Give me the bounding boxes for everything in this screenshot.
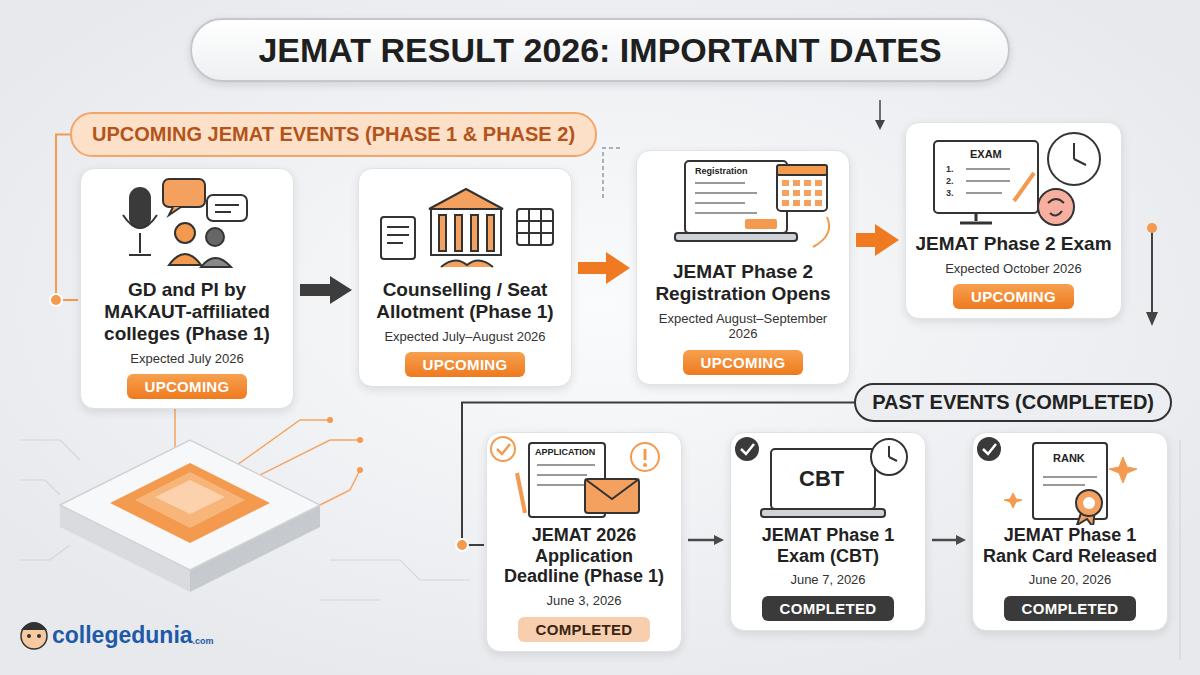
logo-text: collegedunia xyxy=(52,622,193,649)
event-date: June 3, 2026 xyxy=(538,593,629,609)
section-header: PAST EVENTS (COMPLETED) xyxy=(854,383,1172,422)
status-badge: UPCOMING xyxy=(953,284,1074,309)
event-title: JEMAT Phase 1 Rank Card Released xyxy=(973,525,1167,566)
event-date: June 20, 2026 xyxy=(1021,572,1119,588)
connector-arrow xyxy=(856,233,875,247)
icon-text: 3. xyxy=(946,189,954,198)
connector-arrow xyxy=(300,284,330,296)
connector-arrow xyxy=(688,539,714,542)
badge-text: COMPLETED xyxy=(1022,600,1119,617)
junction-dot xyxy=(50,294,62,306)
card-icon xyxy=(973,433,1169,525)
logo-mascot xyxy=(21,622,47,649)
icon-text: Registration xyxy=(695,167,748,176)
status-badge: COMPLETED xyxy=(518,617,651,642)
card-icon xyxy=(359,169,573,279)
icon-text: RANK xyxy=(1053,453,1085,464)
event-card: JEMAT 2026 Application Deadline (Phase 1… xyxy=(486,432,682,652)
title-text: JEMAT RESULT 2026: IMPORTANT DATES xyxy=(258,31,941,70)
badge-text: UPCOMING xyxy=(145,378,230,395)
card-icon xyxy=(81,169,295,279)
status-badge: UPCOMING xyxy=(127,374,248,399)
connector-arrow xyxy=(932,539,956,542)
event-date: Expected October 2026 xyxy=(937,261,1090,277)
section-header: UPCOMING JEMAT EVENTS (PHASE 1 & PHASE 2… xyxy=(70,112,597,157)
icon-text: 1. xyxy=(946,165,954,174)
icon-text: APPLICATION xyxy=(535,448,595,457)
event-card: JEMAT Phase 1 Rank Card ReleasedJune 20,… xyxy=(972,432,1168,631)
event-card: JEMAT Phase 1 Exam (CBT) June 7, 2026COMP… xyxy=(730,432,926,631)
event-title: JEMAT Phase 2 Registration Opens xyxy=(637,261,849,305)
logo: collegedunia.com xyxy=(52,622,214,649)
junction-dot xyxy=(456,539,468,551)
logo-text: .com xyxy=(193,636,214,646)
status-badge: UPCOMING xyxy=(405,352,526,377)
event-card: JEMAT Phase 2 Registration OpensExpected… xyxy=(636,150,850,385)
card-icon xyxy=(906,123,1123,233)
connector-arrow xyxy=(578,262,606,274)
event-card: Counselling / Seat Allotment (Phase 1) Ex… xyxy=(358,168,572,387)
icon-text: EXAM xyxy=(970,149,1002,160)
event-title: JEMAT 2026 Application Deadline (Phase 1… xyxy=(487,525,681,587)
badge-text: UPCOMING xyxy=(423,356,508,373)
event-date: Expected August–September 2026 xyxy=(637,311,849,342)
title-banner: JEMAT RESULT 2026: IMPORTANT DATES xyxy=(190,18,1010,82)
event-date: June 7, 2026 xyxy=(782,572,873,588)
header-text: PAST EVENTS (COMPLETED) xyxy=(872,391,1154,414)
decor-arrows xyxy=(603,100,1158,326)
platform-illustration xyxy=(60,440,320,592)
badge-text: UPCOMING xyxy=(971,288,1056,305)
status-badge: COMPLETED xyxy=(762,596,895,621)
event-title: JEMAT Phase 1 Exam (CBT) xyxy=(731,525,925,566)
event-date: Expected July–August 2026 xyxy=(376,329,553,345)
badge-text: COMPLETED xyxy=(536,621,633,638)
icon-text: CBT xyxy=(799,468,844,490)
icon-text: 2. xyxy=(946,177,954,186)
status-badge: COMPLETED xyxy=(1004,596,1137,621)
connector-arrow xyxy=(56,135,78,301)
event-title: GD and PI by MAKAUT-affiliated colleges … xyxy=(81,279,293,345)
event-date: Expected July 2026 xyxy=(122,351,251,367)
event-card: GD and PI by MAKAUT-affiliated colleges … xyxy=(80,168,294,409)
header-text: UPCOMING JEMAT EVENTS (PHASE 1 & PHASE 2… xyxy=(92,123,575,146)
card-icon xyxy=(487,433,683,525)
status-badge: UPCOMING xyxy=(683,350,804,375)
event-title: Counselling / Seat Allotment (Phase 1) xyxy=(359,279,571,323)
badge-text: UPCOMING xyxy=(701,354,786,371)
badge-text: COMPLETED xyxy=(780,600,877,617)
event-card: JEMAT Phase 2 ExamExpected October 2026U… xyxy=(905,122,1122,319)
event-title: JEMAT Phase 2 Exam xyxy=(907,233,1119,255)
